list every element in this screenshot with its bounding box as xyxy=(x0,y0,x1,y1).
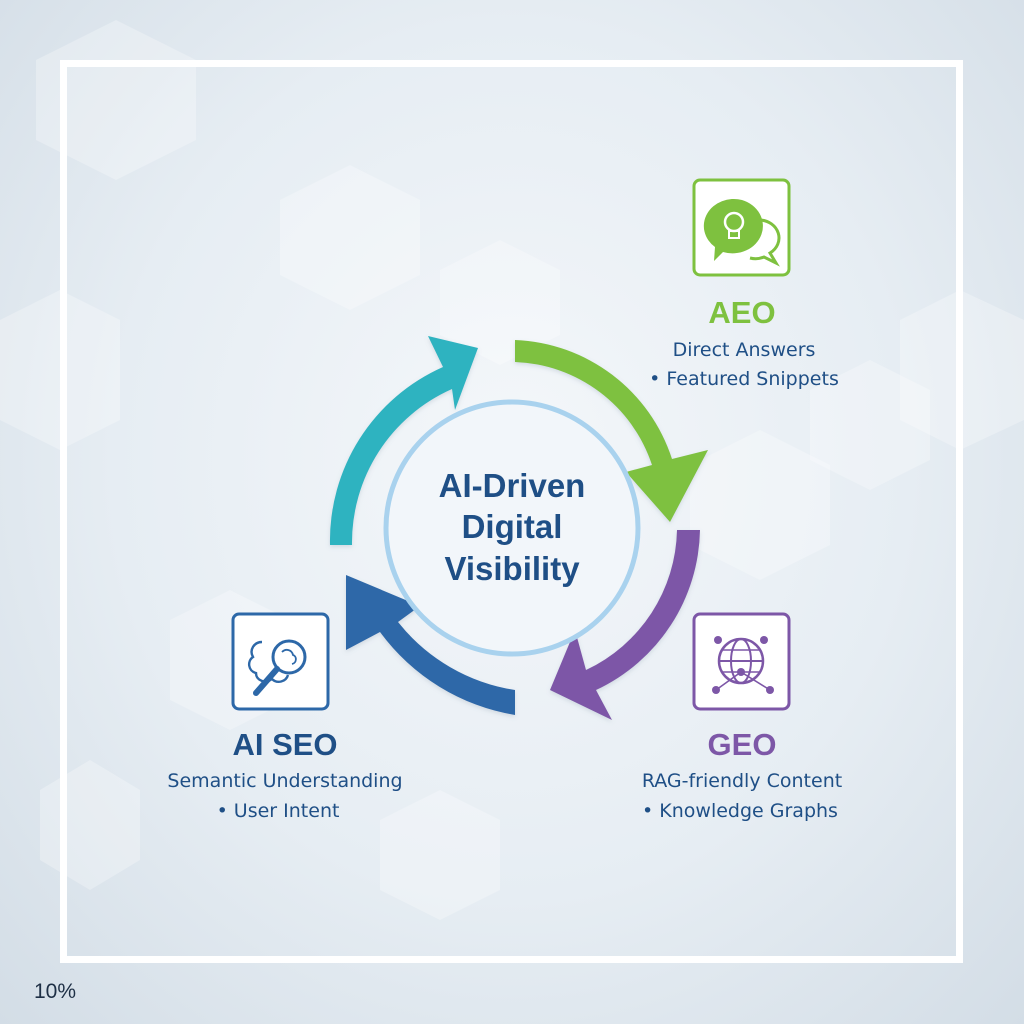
node-geo: GEO RAG-friendly Content • Knowledge Gra… xyxy=(642,612,842,822)
geo-line-1: RAG-friendly Content xyxy=(642,770,842,792)
center-title-line-1: AI-Driven xyxy=(439,467,586,504)
geo-line-2: • Knowledge Graphs xyxy=(642,800,838,822)
aeo-line-2: • Featured Snippets xyxy=(649,368,839,390)
aeo-line-1: Direct Answers xyxy=(673,339,816,361)
ai-seo-title: AI SEO xyxy=(232,727,337,762)
ai-seo-line-2: • User Intent xyxy=(217,800,340,822)
cycle-arrows xyxy=(329,336,708,720)
geo-title: GEO xyxy=(708,727,777,762)
center-title-line-2: Digital xyxy=(462,508,563,545)
arrow-blue xyxy=(346,575,515,715)
brain-magnifier-icon xyxy=(231,612,330,711)
zoom-level-indicator: 10% xyxy=(34,980,77,1003)
arrow-green xyxy=(515,340,708,522)
node-aeo: AEO Direct Answers • Featured Snippets xyxy=(649,178,839,390)
center-hub: AI-Driven Digital Visibility xyxy=(383,399,641,657)
lightbulb-chat-icon xyxy=(692,178,791,277)
globe-network-icon xyxy=(692,612,791,711)
arrow-purple xyxy=(550,530,700,720)
arrow-teal xyxy=(329,336,478,545)
ai-seo-line-1: Semantic Understanding xyxy=(167,770,402,792)
aeo-title: AEO xyxy=(708,295,775,330)
node-ai-seo: AI SEO Semantic Understanding • User Int… xyxy=(167,612,403,822)
white-frame xyxy=(60,60,963,963)
center-title-line-3: Visibility xyxy=(444,550,580,587)
